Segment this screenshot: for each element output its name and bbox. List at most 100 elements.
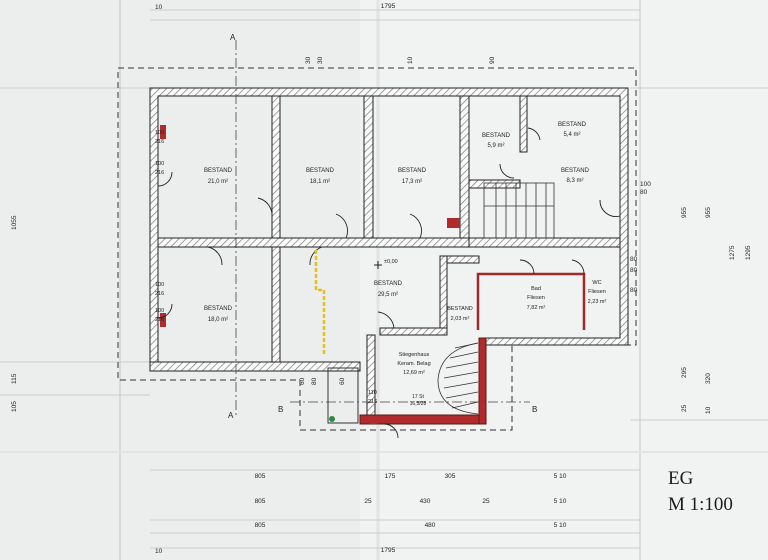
dim-right-c1: 1275 (729, 245, 736, 260)
room-2-area: 18,1 m² (310, 179, 330, 185)
dim-right-side-3: 80 (630, 256, 638, 263)
top-dimensions: 10 1795 30 30 10 90 (155, 3, 496, 64)
room-1-name: BESTAND (204, 168, 233, 174)
room-9-name: BESTAND (447, 306, 473, 312)
right-dimensions: 955 295 25 955 320 10 1275 1295 100 80 8… (630, 181, 752, 414)
section-mark-a-bottom: A (228, 411, 234, 420)
door-w-2: 100 (155, 161, 164, 167)
left-dimensions: 1055 115 105 60 80 60 (11, 215, 346, 412)
dim-row3-1: 805 (255, 522, 266, 529)
room-labels: BESTAND 21,0 m² BESTAND 18,1 m² BESTAND … (204, 122, 606, 407)
dim-left-3: 105 (11, 401, 18, 412)
dim-row1-2: 175 (385, 473, 396, 480)
scale-label: M 1:100 (668, 494, 733, 515)
dim-misc-1: 60 (299, 377, 306, 385)
highlight-line (314, 250, 326, 355)
dim-right-b1: 955 (705, 207, 712, 218)
dim-right-side-4: 80 (630, 267, 638, 274)
wc-area: 2,23 m² (588, 299, 607, 305)
section-lines (235, 40, 530, 415)
dim-left-2: 115 (11, 373, 18, 384)
dim-right-side-1: 100 (640, 181, 651, 188)
section-mark-a-top: A (230, 33, 236, 42)
room-9-area: 2,03 m² (451, 316, 470, 322)
site-outline (117, 67, 637, 431)
room-3-area: 17,3 m² (402, 179, 422, 185)
room-5-name: BESTAND (558, 122, 587, 128)
dim-right-side-5: 80 (630, 287, 638, 294)
room-8-name: BESTAND (374, 281, 403, 287)
dim-right-a2: 295 (681, 367, 688, 378)
dim-top-small-1: 30 (305, 56, 312, 64)
room-5-area: 5,4 m² (563, 132, 580, 138)
dim-row1-4: 5 10 (554, 473, 567, 480)
dim-row1-3: 305 (445, 473, 456, 480)
dim-row2-3: 430 (420, 498, 431, 505)
door-size-labels: 100 216 100 216 100 216 100 216 110 216 (155, 130, 377, 405)
building-walls (149, 87, 629, 425)
room-8-area: 29,5 m² (378, 292, 398, 298)
dim-row2-1: 805 (255, 498, 266, 505)
stair-note-1: 17 St (412, 394, 424, 400)
dim-bottom-edge: 10 (155, 548, 163, 555)
door-w-4: 100 (155, 308, 164, 314)
dim-right-b3: 10 (705, 406, 712, 414)
dim-top-small-3: 10 (407, 56, 414, 64)
dim-top-small-4: 90 (489, 56, 496, 64)
dim-row2-4: 25 (482, 498, 490, 505)
room-4-name: BESTAND (482, 133, 511, 139)
upper-stair (483, 182, 555, 239)
dim-right-side-2: 80 (640, 189, 648, 196)
level-mark-text: ±0,00 (384, 259, 398, 265)
doors (157, 127, 621, 439)
room-1-area: 21,0 m² (208, 179, 228, 185)
dim-row2-5: 5 10 (554, 498, 567, 505)
door-h-1: 216 (155, 139, 164, 145)
dim-right-a3: 25 (681, 404, 688, 412)
dim-row2-2: 25 (364, 498, 372, 505)
dim-top-total: 1795 (381, 3, 396, 10)
door-h-4: 216 (155, 317, 164, 323)
dim-bottom-total: 1795 (381, 547, 396, 554)
door-w-3: 100 (155, 282, 164, 288)
dim-right-c2: 1295 (745, 245, 752, 260)
level-mark: ±0,00 (374, 259, 398, 269)
bottom-dimensions: 805 175 305 5 10 805 25 430 25 5 10 805 … (155, 473, 567, 555)
dim-misc-2: 80 (311, 377, 318, 385)
dim-top-small-2: 30 (317, 56, 324, 64)
dim-row3-2: 480 (425, 522, 436, 529)
stairwell-area: 12,69 m² (403, 370, 425, 376)
door-h-2: 216 (155, 170, 164, 176)
entry-porch (327, 367, 359, 424)
dim-right-a1: 955 (681, 207, 688, 218)
grid-lines (0, 9, 768, 549)
room-6-name: BESTAND (561, 168, 590, 174)
dim-top-small: 10 (155, 4, 163, 11)
sheet-label: EG (668, 468, 694, 489)
stair-note-2: 16,5/28 (410, 401, 427, 407)
door-h-3: 216 (155, 291, 164, 297)
room-2-name: BESTAND (306, 168, 335, 174)
dim-row1-1: 805 (255, 473, 266, 480)
room-4-area: 5,9 m² (487, 143, 504, 149)
entry-marker (329, 416, 335, 422)
dim-left-1: 1055 (11, 215, 18, 230)
room-7-area: 18,0 m² (208, 317, 228, 323)
stairwell-stair (437, 342, 479, 415)
dim-right-b2: 320 (705, 373, 712, 384)
dim-row3-3: 5 10 (554, 522, 567, 529)
door-w-5: 110 (368, 390, 377, 396)
stairwell-name: Stiegenhaus (399, 352, 430, 358)
wc-material: Fliesen (588, 289, 606, 295)
section-mark-b-left: B (278, 405, 283, 414)
door-h-5: 216 (368, 399, 377, 405)
wc-name: WC (592, 280, 601, 286)
bath-name: Bad (531, 286, 541, 292)
wet-room-outline (476, 272, 586, 330)
section-mark-b-right: B (532, 405, 537, 414)
room-6-area: 8,3 m² (566, 178, 583, 184)
bath-material: Fliesen (527, 295, 545, 301)
room-7-name: BESTAND (204, 306, 233, 312)
stairwell-material: Keram. Belag (397, 361, 430, 367)
